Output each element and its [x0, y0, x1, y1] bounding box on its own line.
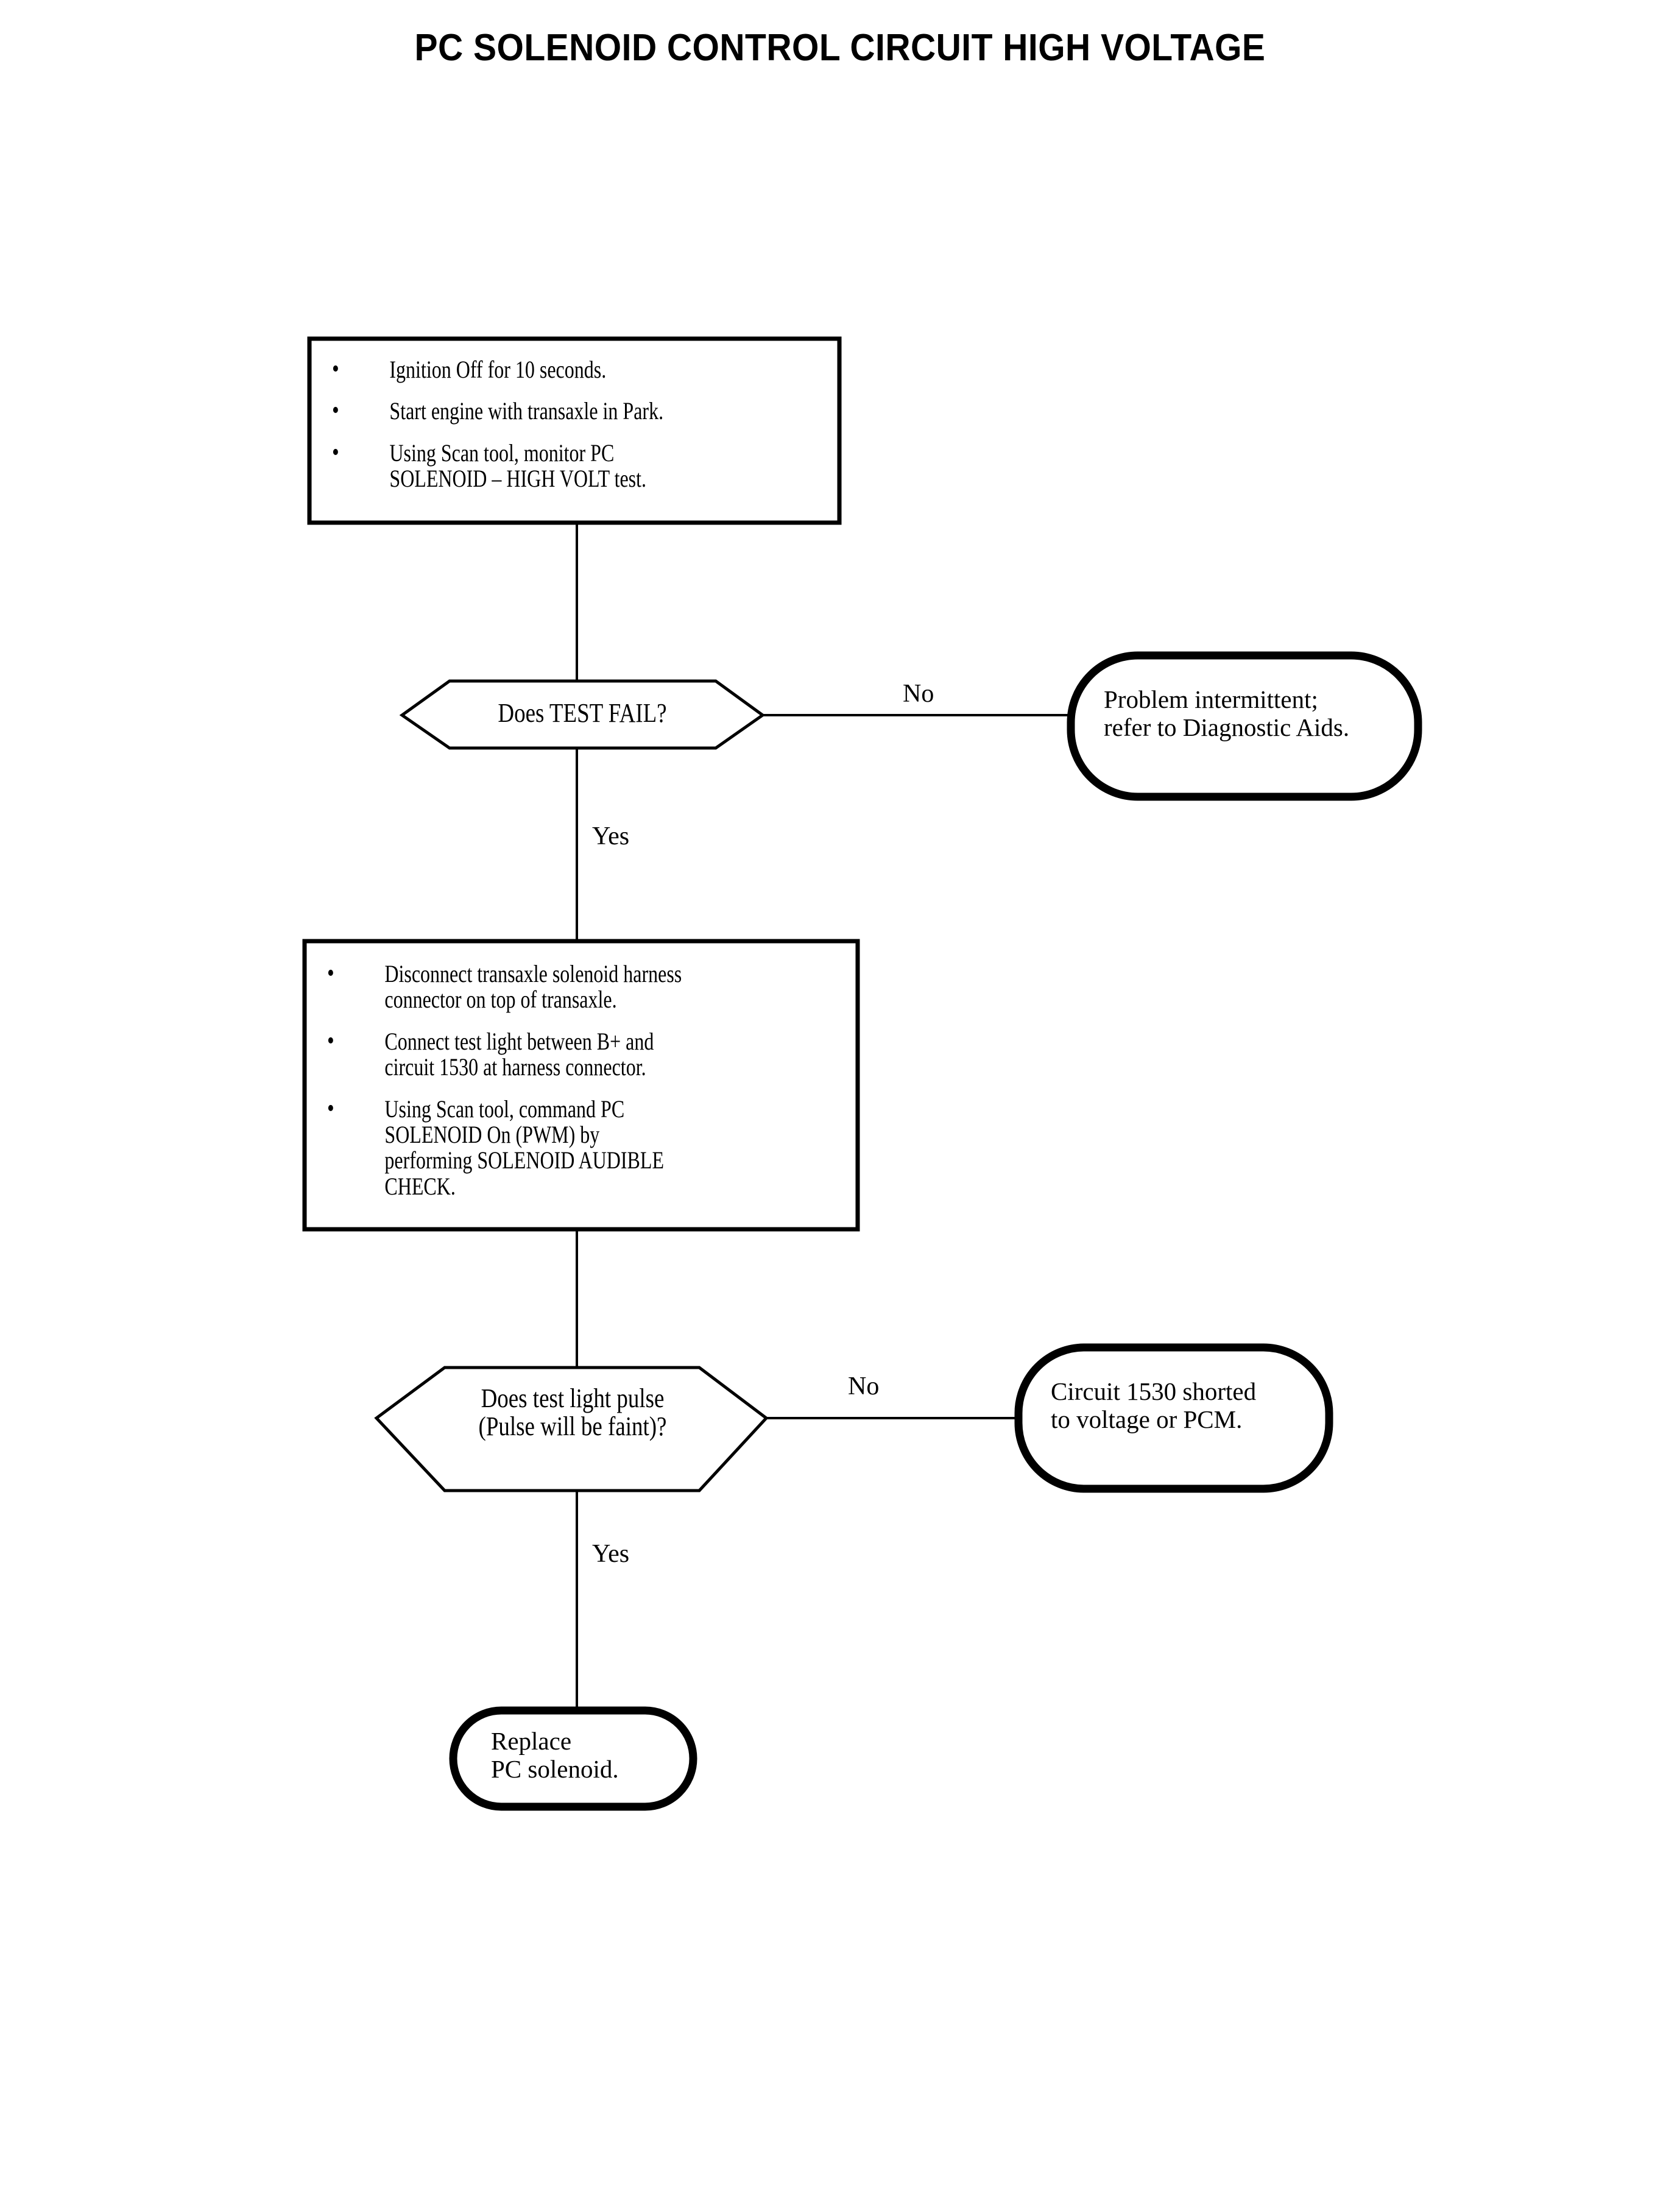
bullet-line: SOLENOID – HIGH VOLT test. [389, 465, 647, 493]
bullet-line: Using Scan tool, monitor PC [389, 439, 615, 467]
bullet-icon: • [327, 1026, 334, 1055]
list-item: • Ignition Off for 10 seconds. [332, 355, 771, 383]
edge-label-decision1-no: No [903, 680, 934, 708]
outcome2-line: Circuit 1530 shorted [1051, 1377, 1257, 1405]
process-step2-content: • Disconnect transaxle solenoid harness … [327, 959, 912, 1200]
bullet-line: connector on top of transaxle. [384, 986, 617, 1014]
bullet-line: performing SOLENOID AUDIBLE [384, 1146, 664, 1174]
outcome1-line: refer to Diagnostic Aids. [1104, 713, 1350, 741]
list-item: • Start engine with transaxle in Park. [332, 397, 771, 425]
bullet-icon: • [327, 959, 334, 987]
bullet-icon: • [332, 397, 339, 425]
bullet-line: CHECK. [384, 1172, 456, 1200]
decision2-label: Does test light pulse (Pulse will be fai… [414, 1385, 732, 1441]
list-item: • Using Scan tool, command PC SOLENOID O… [327, 1094, 795, 1200]
bullet-line: Using Scan tool, command PC [384, 1095, 625, 1123]
decision2-line: Does test light pulse [481, 1383, 665, 1413]
bullet-line: Start engine with transaxle in Park. [389, 397, 664, 425]
process-step1-content: • Ignition Off for 10 seconds. • Start e… [332, 355, 880, 493]
edge-label-decision1-yes: Yes [592, 822, 630, 850]
decision2-line: (Pulse will be faint)? [478, 1411, 667, 1441]
decision1-line: Does TEST FAIL? [498, 698, 667, 728]
edge-label-decision2-yes: Yes [592, 1540, 630, 1568]
outcome1-label: Problem intermittent; refer to Diagnosti… [1104, 685, 1350, 742]
outcome2-label: Circuit 1530 shorted to voltage or PCM. [1051, 1377, 1257, 1434]
bullet-line: circuit 1530 at harness connector. [384, 1053, 646, 1081]
outcome2-line: to voltage or PCM. [1051, 1405, 1243, 1433]
bullet-line: Connect test light between B+ and [384, 1027, 654, 1055]
bullet-icon: • [332, 355, 339, 383]
bullet-line: Disconnect transaxle solenoid harness [384, 960, 682, 987]
bullet-icon: • [327, 1094, 334, 1123]
bullet-line: SOLENOID On (PWM) by [384, 1120, 600, 1148]
bullet-icon: • [332, 438, 339, 467]
list-item: • Connect test light between B+ and circ… [327, 1026, 795, 1081]
step2-bullet-list: • Disconnect transaxle solenoid harness … [327, 959, 795, 1200]
outcome3-label: Replace PC solenoid. [491, 1727, 619, 1784]
step1-bullet-list: • Ignition Off for 10 seconds. • Start e… [332, 355, 771, 493]
outcome3-line: Replace [491, 1727, 572, 1755]
outcome3-line: PC solenoid. [491, 1754, 619, 1783]
outcome1-line: Problem intermittent; [1104, 685, 1318, 713]
list-item: • Using Scan tool, monitor PC SOLENOID –… [332, 438, 771, 493]
edge-label-decision2-no: No [848, 1372, 880, 1400]
page-title: PC SOLENOID CONTROL CIRCUIT HIGH VOLTAGE [414, 27, 1266, 69]
bullet-line: Ignition Off for 10 seconds. [389, 356, 607, 383]
list-item: • Disconnect transaxle solenoid harness … [327, 959, 795, 1014]
decision1-label: Does TEST FAIL? [431, 699, 733, 727]
